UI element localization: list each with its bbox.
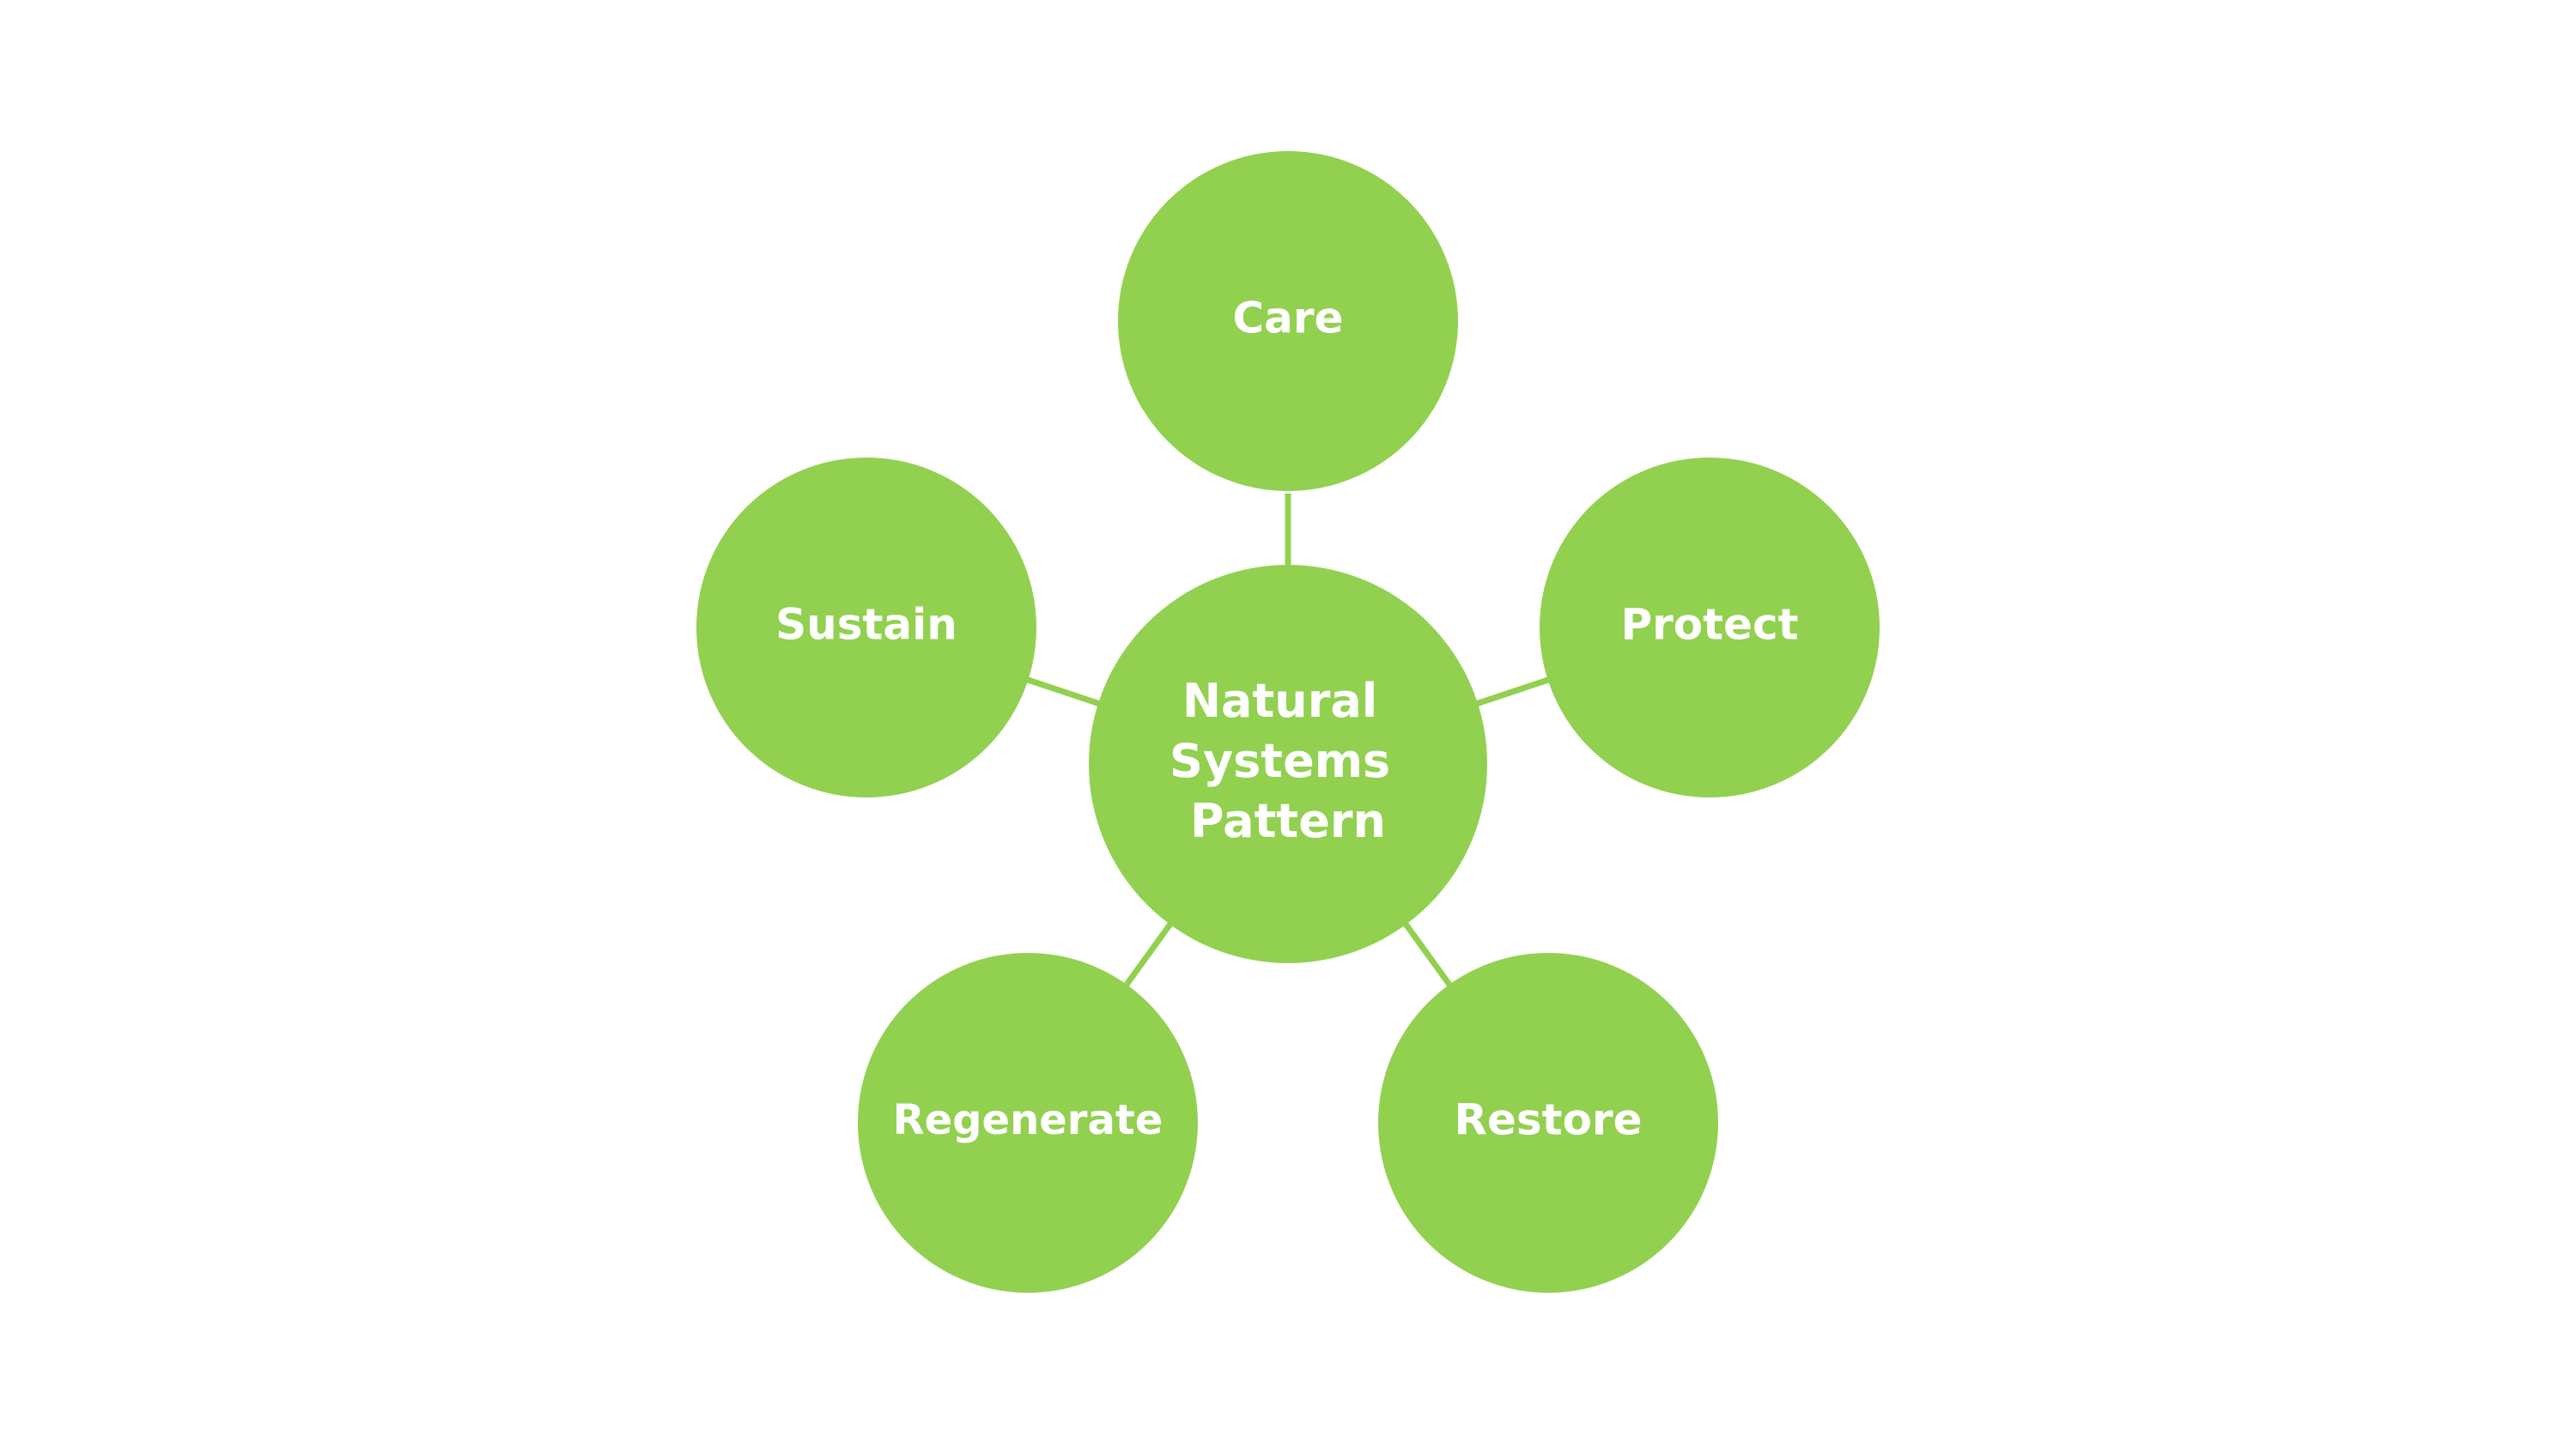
connector-regenerate — [1124, 920, 1174, 987]
node-care-circle — [1118, 151, 1458, 491]
node-regenerate-label: Regenerate — [893, 1096, 1163, 1144]
node-care-label: Care — [1232, 294, 1343, 343]
center-label-line-1: Natural — [1182, 674, 1377, 728]
node-regenerate: Regenerate — [858, 953, 1198, 1293]
node-sustain-circle — [696, 458, 1036, 797]
center-label-line-3: Pattern — [1190, 794, 1386, 848]
center-label-line-2: Systems — [1170, 734, 1390, 788]
node-care: Care — [1118, 151, 1458, 491]
node-center-circle — [1089, 565, 1487, 963]
connector-protect — [1474, 676, 1550, 707]
node-protect-label: Protect — [1620, 600, 1798, 650]
node-protect: Protect — [1540, 458, 1880, 797]
node-sustain: Sustain — [696, 458, 1036, 797]
node-center: Natural Systems Pattern — [1089, 565, 1487, 963]
connector-sustain — [1026, 676, 1102, 707]
node-center-label: Natural Systems Pattern — [1170, 674, 1406, 848]
node-sustain-label: Sustain — [775, 600, 957, 650]
node-protect-circle — [1540, 458, 1880, 797]
node-restore-circle — [1378, 953, 1718, 1293]
node-restore: Restore — [1378, 953, 1718, 1293]
connector-restore — [1402, 920, 1452, 987]
node-regenerate-circle — [858, 953, 1198, 1293]
node-restore-label: Restore — [1455, 1095, 1643, 1145]
